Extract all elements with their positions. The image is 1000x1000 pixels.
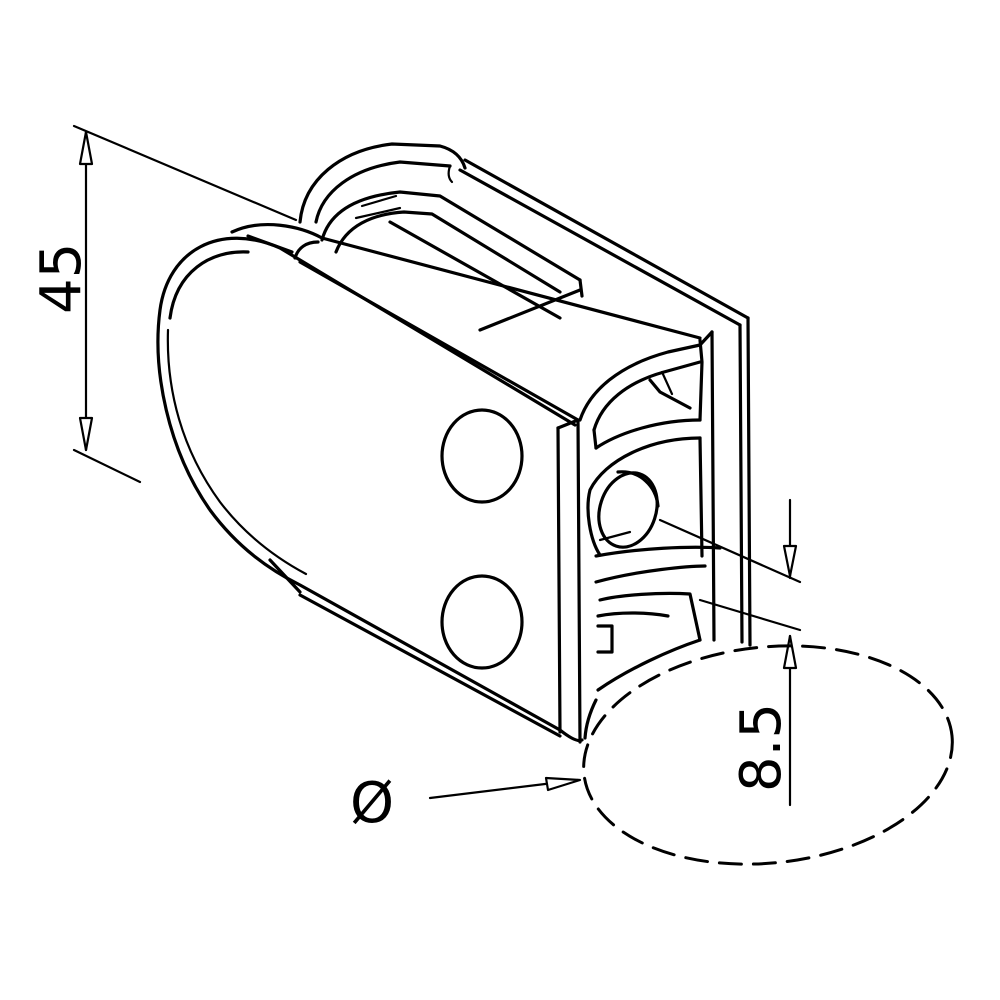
leader-arrow	[544, 776, 582, 792]
arrow-up	[782, 634, 798, 670]
arrow-down	[782, 544, 798, 578]
dimension-8-5: 8.5	[658, 498, 802, 807]
screw-holes	[440, 408, 524, 670]
side-profile	[578, 330, 722, 740]
front-plate	[156, 223, 702, 744]
lower-screw-hole	[440, 574, 524, 670]
diameter-symbol: Ø	[350, 771, 394, 836]
dimension-45: 45	[29, 124, 298, 484]
diameter-callout: Ø	[350, 644, 954, 866]
dimension-45-label: 45	[29, 243, 94, 314]
tube-diameter-outline	[582, 644, 954, 866]
arrow-down	[78, 416, 94, 452]
dimension-8-5-label: 8.5	[729, 703, 794, 792]
arrow-up	[78, 130, 94, 166]
upper-screw-hole	[440, 408, 524, 504]
back-plate	[298, 142, 752, 647]
glass-slot	[320, 190, 584, 332]
